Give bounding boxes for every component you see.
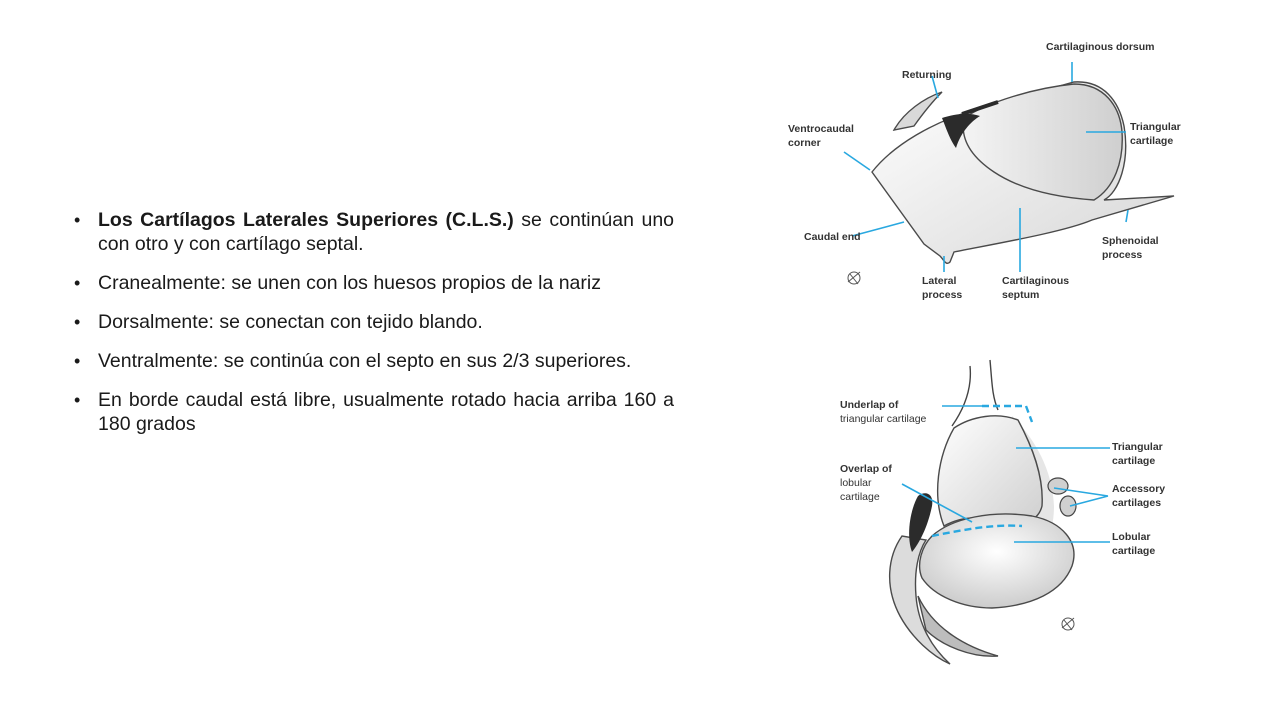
label-overlap-cartilage: cartilage bbox=[840, 491, 880, 503]
label-lateral: Lateral bbox=[922, 275, 957, 287]
upper-lateral-cartilage-figure: Cartilaginous dorsum Returning Ventrocau… bbox=[774, 22, 1212, 344]
bullet-text: Dorsalmente: se conectan con tejido blan… bbox=[98, 311, 483, 333]
bullet-dot: • bbox=[74, 312, 81, 332]
bullet-list: • Los Cartílagos Laterales Superiores (C.… bbox=[72, 208, 674, 451]
bullet-dot: • bbox=[74, 273, 81, 293]
label-lobular: Lobular bbox=[1112, 531, 1151, 543]
label-overlap: Overlap of bbox=[840, 463, 892, 475]
label-triangular-cartilage: cartilage bbox=[1130, 135, 1173, 147]
label-sphenoidal: Sphenoidal bbox=[1102, 235, 1159, 247]
label-ventrocaudal-corner: corner bbox=[788, 137, 821, 149]
bullet-item: • Los Cartílagos Laterales Superiores (C.… bbox=[72, 208, 674, 256]
bullet-item: • Cranealmente: se unen con los huesos pr… bbox=[72, 271, 674, 295]
label-cartilaginous-dorsum: Cartilaginous dorsum bbox=[1046, 41, 1155, 53]
bullet-text: En borde caudal está libre, usualmente r… bbox=[98, 389, 674, 435]
label-overlap-lobular: lobular bbox=[840, 477, 872, 489]
bullet-dot: • bbox=[74, 351, 81, 371]
bullet-item: • Dorsalmente: se conectan con tejido bla… bbox=[72, 310, 674, 334]
monogram-icon bbox=[847, 271, 861, 285]
label-returning: Returning bbox=[902, 69, 952, 81]
label-lateral-process: process bbox=[922, 289, 962, 301]
label-lobular-cartilage: cartilage bbox=[1112, 545, 1155, 557]
label-caudal-end: Caudal end bbox=[804, 231, 861, 243]
bullet-item: • Ventralmente: se continúa con el septo … bbox=[72, 349, 674, 373]
label-accessory: Accessory bbox=[1112, 483, 1165, 495]
label-underlap: Underlap of bbox=[840, 399, 899, 411]
label-ventrocaudal: Ventrocaudal bbox=[788, 123, 854, 135]
bullet-text: se continúan uno con otro y con cartílag… bbox=[98, 209, 675, 255]
label-sphenoidal-process: process bbox=[1102, 249, 1142, 261]
label-accessory-cartilages: cartilages bbox=[1112, 497, 1161, 509]
label-triangular: Triangular bbox=[1112, 441, 1163, 453]
monogram-icon bbox=[1061, 617, 1075, 631]
bullet-dot: • bbox=[74, 390, 81, 410]
nasal-cartilages-figure: Underlap of triangular cartilage Overlap… bbox=[822, 346, 1212, 694]
lobular-cartilage-shape bbox=[918, 513, 1075, 609]
triangular-cartilage-shape bbox=[962, 83, 1123, 201]
label-cartilaginous-septum: septum bbox=[1002, 289, 1039, 301]
label-underlap-detail: triangular cartilage bbox=[840, 413, 927, 425]
bullet-dot: • bbox=[74, 210, 81, 230]
label-triangular: Triangular bbox=[1130, 121, 1181, 133]
bullet-bold-text: Los Cartílagos Laterales Superiores (C.L… bbox=[98, 209, 514, 231]
label-cartilaginous: Cartilaginous bbox=[1002, 275, 1069, 287]
bullet-item: • En borde caudal está libre, usualmente … bbox=[72, 388, 674, 436]
bullet-text: Ventralmente: se continúa con el septo e… bbox=[98, 350, 632, 372]
bullet-text: Cranealmente: se unen con los huesos pro… bbox=[98, 272, 601, 294]
label-triangular-cartilage: cartilage bbox=[1112, 455, 1155, 467]
